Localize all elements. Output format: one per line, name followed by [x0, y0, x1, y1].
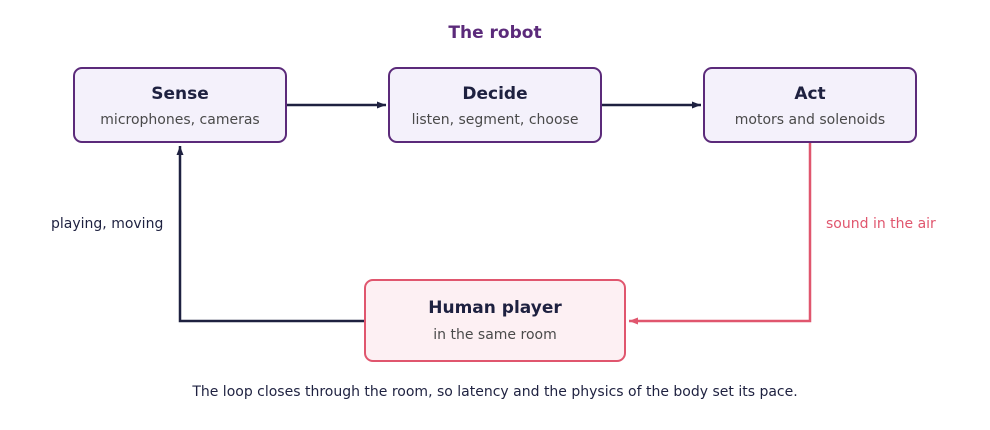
playing-moving-label: playing, moving	[51, 216, 164, 232]
human-player-node: Human player in the same room	[364, 279, 626, 362]
arrow-act-to-human	[629, 143, 812, 325]
diagram-title: The robot	[448, 23, 542, 43]
sense-title: Sense	[151, 84, 209, 104]
act-title: Act	[794, 84, 826, 104]
decide-subtitle: listen, segment, choose	[411, 112, 579, 128]
decide-title: Decide	[462, 84, 528, 104]
decide-node: Decide listen, segment, choose	[388, 67, 602, 143]
sense-subtitle: microphones, cameras	[100, 112, 260, 128]
human-player-title: Human player	[428, 298, 562, 318]
sense-node: Sense microphones, cameras	[73, 67, 287, 143]
caption: The loop closes through the room, so lat…	[192, 384, 798, 400]
sound-in-the-air-label: sound in the air	[826, 216, 936, 232]
human-player-subtitle: in the same room	[433, 327, 557, 343]
act-node: Act motors and solenoids	[703, 67, 917, 143]
arrow-human-to-sense	[176, 146, 367, 323]
act-subtitle: motors and solenoids	[734, 112, 886, 128]
